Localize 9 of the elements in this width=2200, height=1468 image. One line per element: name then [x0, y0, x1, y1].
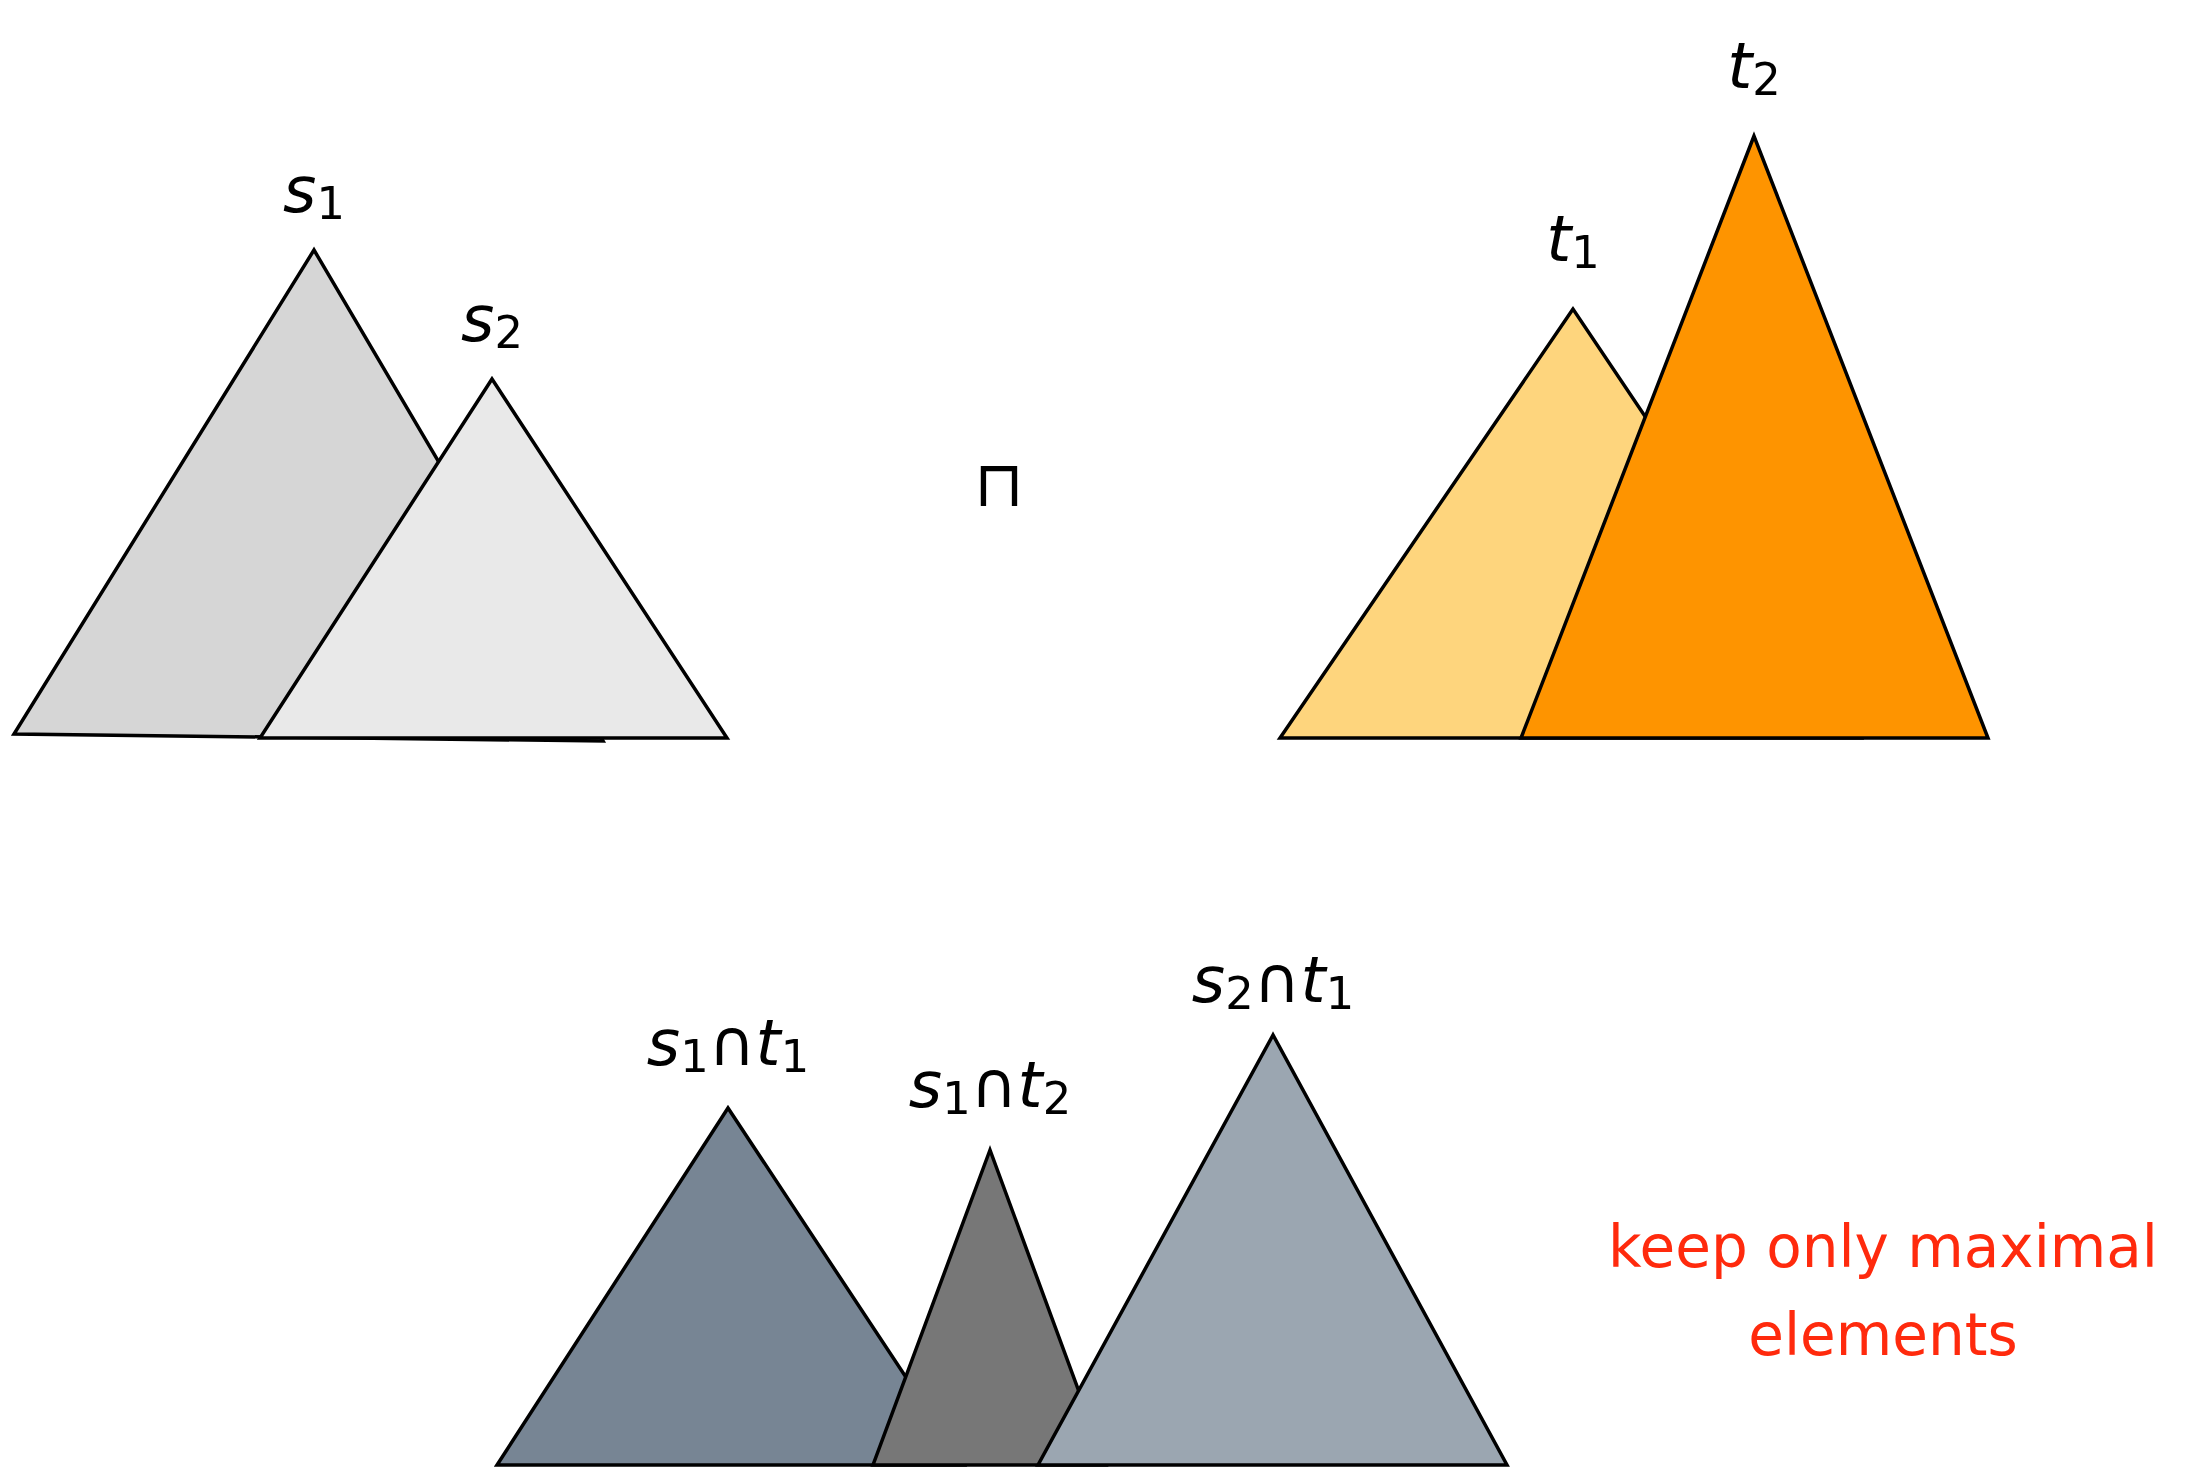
note-text: keep only maximal elements [1607, 1212, 2159, 1371]
triangle-label: s$_{2}$∩t$_{1}$ [1191, 942, 1355, 1022]
triangle-label: s$_{2}$ [461, 281, 523, 361]
triangle-label: t$_{1}$ [1546, 201, 1600, 281]
triangle-label: t$_{2}$ [1727, 28, 1781, 108]
triangle-label: s$_{1}$∩t$_{2}$ [908, 1047, 1072, 1127]
triangle-label: s$_{1}$∩t$_{1}$ [646, 1005, 810, 1085]
triangle-label: s$_{1}$ [283, 152, 345, 232]
meet-symbol: ⊓ [974, 446, 1024, 523]
